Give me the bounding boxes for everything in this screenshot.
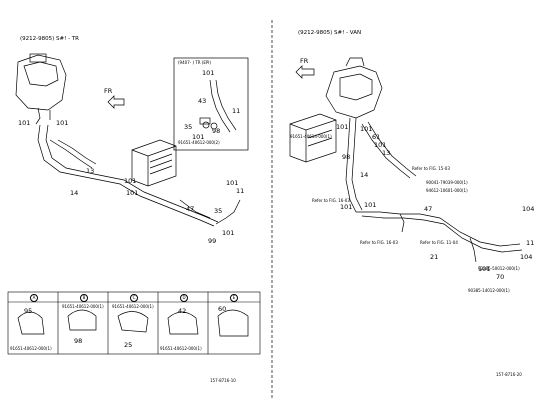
inset-label: 101 bbox=[202, 69, 215, 77]
inset-label: 101 bbox=[192, 133, 205, 141]
callout: 101 bbox=[364, 201, 377, 209]
callout: 101 bbox=[222, 229, 235, 237]
callout: 101 bbox=[126, 189, 139, 197]
callout: 104 bbox=[520, 253, 533, 261]
inset-box-left bbox=[173, 57, 249, 151]
part-ref: 92285-50012-000(1) bbox=[478, 266, 520, 271]
legend-mark: B bbox=[80, 294, 88, 302]
legend-num: 98 bbox=[74, 337, 83, 345]
callout: 11 bbox=[236, 187, 245, 195]
refer-note: Refer to FIG. 16-03 bbox=[312, 198, 350, 203]
part-ref: 90385-14012-000(1) bbox=[468, 288, 510, 293]
callout: 98 bbox=[342, 153, 351, 161]
inset-label: 98 bbox=[212, 127, 221, 135]
legend-mark: E bbox=[230, 294, 238, 302]
inset-header: (9407- ) TR (EPI) bbox=[178, 60, 212, 65]
callout: 21 bbox=[430, 253, 439, 261]
inset-label: 11 bbox=[232, 107, 241, 115]
legend-mark: D bbox=[180, 294, 188, 302]
callout: 35 bbox=[214, 207, 223, 215]
radiator-left bbox=[131, 139, 177, 187]
callout: 14 bbox=[360, 171, 369, 179]
inset-hose bbox=[199, 79, 237, 133]
part-ref: 94612-10601-000(1) bbox=[426, 188, 468, 193]
right-header: (9212-9805) S#! - VAN bbox=[298, 30, 362, 36]
hose-lines-left bbox=[37, 124, 241, 227]
callout: 70 bbox=[496, 273, 505, 281]
refer-note: Refer to FIG. 16-03 bbox=[360, 240, 398, 245]
legend-part: 91651-40612-000(1) bbox=[62, 304, 104, 309]
legend-num: 95 bbox=[24, 307, 33, 315]
refer-note: Refer to FIG. 11-04 bbox=[420, 240, 458, 245]
legend-part: 91651-40612-000(1) bbox=[10, 346, 52, 351]
legend-num: 25 bbox=[124, 341, 133, 349]
fr-arrow-left bbox=[107, 95, 125, 109]
callout: 101 bbox=[478, 265, 491, 273]
refer-note: Refer to FIG. 15-03 bbox=[412, 166, 450, 171]
inset-label: 35 bbox=[184, 123, 193, 131]
left-header: (9212-9805) S#! - TR bbox=[20, 36, 79, 42]
callout: 13 bbox=[382, 149, 391, 157]
callout: 101 bbox=[226, 179, 239, 187]
callout: 14 bbox=[70, 189, 79, 197]
clip-drawings bbox=[17, 309, 249, 337]
inset-label: 43 bbox=[198, 97, 207, 105]
legend-mark: A bbox=[30, 294, 38, 302]
callout: 13 bbox=[86, 167, 95, 175]
callout: 101 bbox=[340, 203, 353, 211]
callout: 61 bbox=[372, 133, 381, 141]
legend-part: 91651-40612-000(1) bbox=[112, 304, 154, 309]
callout: 101 bbox=[56, 119, 69, 127]
callout: 47 bbox=[186, 205, 195, 213]
callout: 101 bbox=[124, 177, 137, 185]
callout: 101 bbox=[360, 125, 373, 133]
fr-label-right: FR bbox=[300, 57, 309, 65]
callout: 11 bbox=[526, 239, 535, 247]
radiator-right bbox=[289, 113, 337, 163]
heater-unit-left bbox=[15, 53, 67, 125]
legend-grid bbox=[7, 291, 261, 355]
fr-arrow-right bbox=[295, 65, 315, 79]
heater-unit-right bbox=[325, 57, 383, 119]
callout: 99 bbox=[208, 237, 217, 245]
callout: 101 bbox=[336, 123, 349, 131]
legend-part: 91651-40612-000(1) bbox=[160, 346, 202, 351]
part-ref: 91651-40614-000(1) bbox=[290, 134, 332, 139]
fr-label-left: FR bbox=[104, 87, 113, 95]
doc-number-left: 157-8716-10 bbox=[210, 378, 236, 383]
doc-number-right: 157-8716-20 bbox=[496, 372, 522, 377]
inset-part: 91651-40612-000(2) bbox=[178, 140, 220, 145]
callout: 104 bbox=[522, 205, 535, 213]
callout: 101 bbox=[18, 119, 31, 127]
legend-mark: C bbox=[130, 294, 138, 302]
callout: 47 bbox=[424, 205, 433, 213]
callout: 101 bbox=[374, 141, 387, 149]
part-ref: 90041-79039-000(1) bbox=[426, 180, 468, 185]
hose-lines-right bbox=[345, 117, 523, 263]
legend-num: 42 bbox=[178, 307, 187, 315]
legend-num: 60 bbox=[218, 305, 227, 313]
